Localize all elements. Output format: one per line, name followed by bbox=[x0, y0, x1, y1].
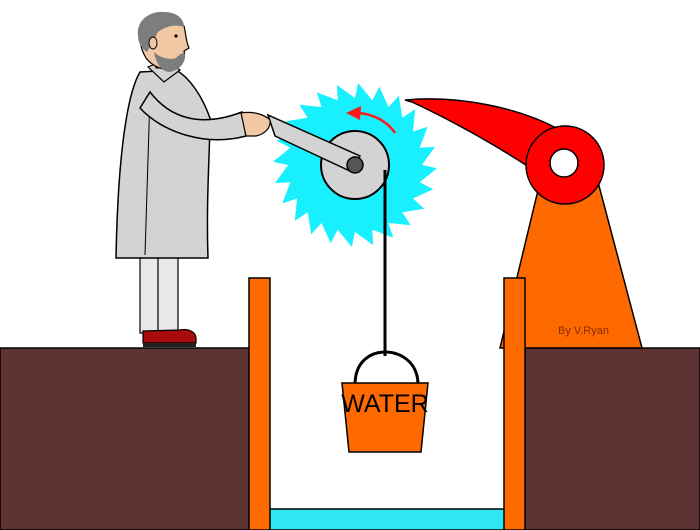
rotation-arrow-icon bbox=[357, 111, 397, 134]
pawl-pivot-hole bbox=[549, 148, 579, 178]
ground-right bbox=[524, 347, 700, 530]
credit-label: By V.Ryan bbox=[558, 325, 609, 337]
well-water bbox=[267, 508, 507, 530]
well-wall-right bbox=[503, 277, 526, 530]
bucket-label: WATER bbox=[341, 390, 429, 418]
axle bbox=[346, 156, 364, 174]
well-wall-left bbox=[248, 277, 271, 530]
man-leg-right bbox=[157, 254, 179, 334]
man-hand bbox=[240, 111, 271, 137]
man-figure bbox=[115, 11, 271, 347]
man-shoe-sole bbox=[143, 343, 196, 347]
ground-left bbox=[0, 347, 251, 530]
man-coat bbox=[115, 69, 211, 259]
bucket bbox=[341, 382, 429, 453]
man-beard bbox=[154, 52, 186, 72]
man-leg-left bbox=[139, 254, 160, 334]
man-coat-seam bbox=[144, 94, 151, 256]
man-shoe bbox=[142, 328, 197, 344]
bucket-handle bbox=[353, 350, 420, 386]
man-ear bbox=[148, 36, 158, 50]
rotation-arrow-head-icon bbox=[346, 106, 361, 120]
man-eye bbox=[174, 34, 178, 38]
